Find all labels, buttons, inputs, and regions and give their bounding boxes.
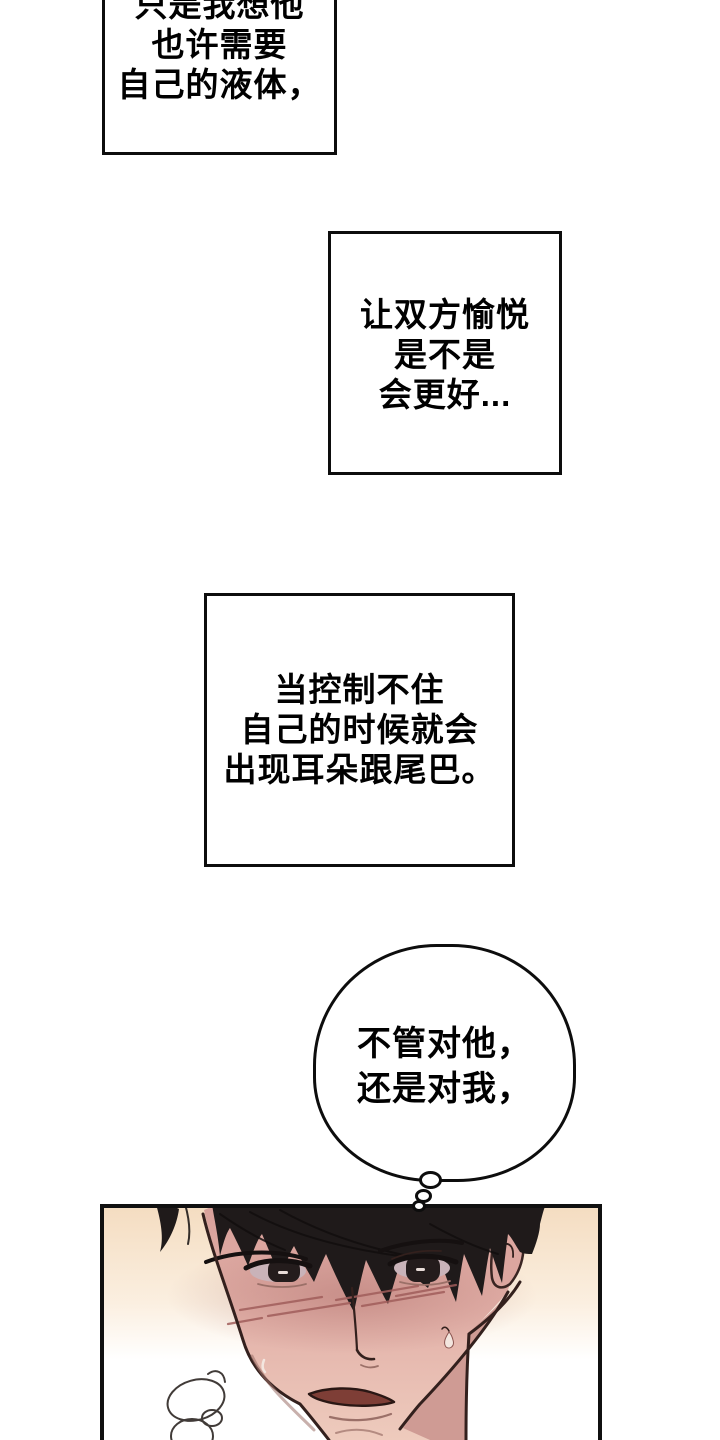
character-illustration [100, 1204, 602, 1440]
nose-tip [355, 1348, 376, 1361]
blush-hatch [360, 1290, 446, 1308]
narration-box-2: 让双方愉悦 是不是 会更好... [328, 231, 562, 475]
sketch-loop [201, 1409, 223, 1427]
right-eye-highlight [416, 1268, 425, 1271]
hair-left-cluster [156, 1204, 179, 1252]
dialog-line: 只是我想他 [134, 0, 305, 23]
dialog-line: 还是对我， [357, 1070, 532, 1108]
hair-strand [219, 1213, 286, 1251]
dialog-line: 自己的时候就会 [240, 711, 479, 748]
lower-lip-line [328, 1412, 393, 1422]
blush-hatch [334, 1284, 420, 1302]
sketch-circle [170, 1418, 214, 1440]
hair-strand [429, 1223, 499, 1255]
sweat-glint [261, 1358, 267, 1374]
left-face-outline [201, 1212, 331, 1440]
nose-line [350, 1286, 359, 1352]
thought-bubble: 不管对他， 还是对我， [313, 944, 576, 1182]
blush-hatch [226, 1316, 264, 1326]
sweat-drop [444, 1331, 454, 1349]
sweat-drop-tail [441, 1326, 450, 1332]
left-eye-lower-line [257, 1283, 307, 1288]
left-eye-highlight [278, 1271, 288, 1274]
thought-tail-bubble [412, 1200, 426, 1212]
right-eyebrow [378, 1238, 464, 1253]
blush-hatch [394, 1283, 458, 1298]
dialog-line: 让双方愉悦 [360, 296, 530, 333]
mouth [307, 1387, 396, 1407]
blush-hatch [266, 1301, 352, 1318]
dialog-line: 当控制不住 [274, 671, 445, 708]
dialog-line: 不管对他， [357, 1025, 532, 1063]
left-cheek-shadow [250, 1354, 316, 1432]
dialog-line: 出现耳朵跟尾巴。 [223, 751, 496, 788]
dialog-line: 自己的液体， [117, 66, 322, 103]
dialog-line: 会更好... [378, 376, 512, 413]
left-eye-upper-lid [243, 1258, 313, 1271]
illustration-panel [100, 1204, 602, 1440]
thought-tail-bubble [419, 1171, 442, 1189]
nose-shadow [360, 1364, 379, 1369]
jaw-line [398, 1290, 510, 1431]
dialog-line: 是不是 [394, 336, 496, 373]
hair-main [212, 1204, 546, 1312]
right-eye-lower-line [399, 1280, 451, 1286]
blush-hatch [238, 1295, 324, 1312]
narration-box-1: 只是我想他 也许需要 自己的液体， [102, 0, 337, 155]
right-neck-outline [464, 1280, 522, 1440]
right-eyelid-crease [391, 1249, 442, 1260]
panel-border [100, 1204, 602, 1440]
dialog-line: 也许需要 [151, 26, 288, 63]
right-eye-upper-lid [387, 1253, 459, 1267]
sketch-flick [207, 1370, 226, 1383]
chin-crease [335, 1428, 383, 1436]
narration-box-3: 当控制不住 自己的时候就会 出现耳朵跟尾巴。 [204, 593, 515, 867]
